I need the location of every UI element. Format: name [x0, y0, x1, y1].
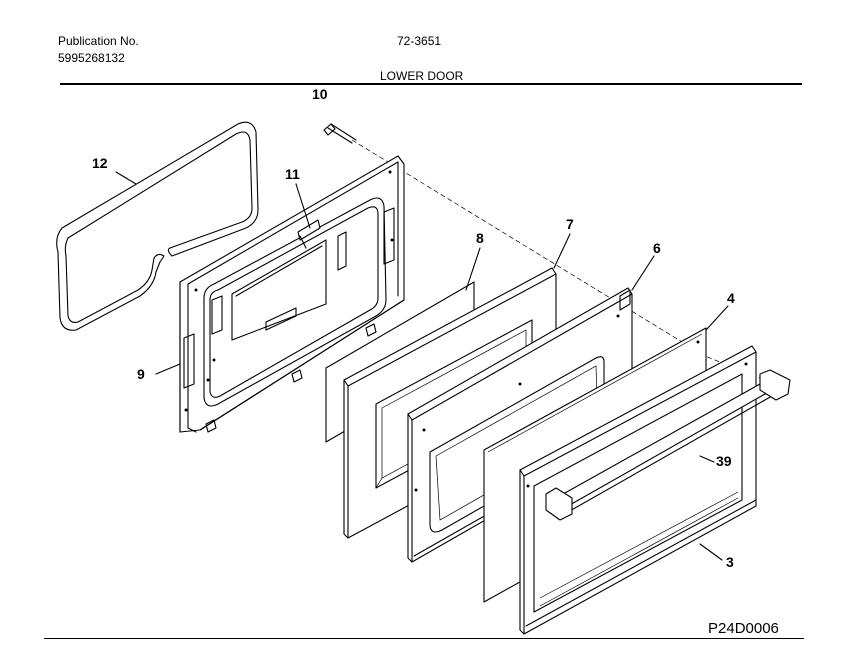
- leader-6: [631, 255, 655, 291]
- section-title: LOWER DOOR: [380, 69, 464, 83]
- callout-8: 8: [476, 230, 484, 246]
- assembly-alignment-line: [351, 139, 761, 379]
- leader-7: [553, 233, 571, 269]
- callout-7: 7: [566, 216, 574, 232]
- callout-12: 12: [92, 155, 108, 171]
- callout-4: 4: [727, 290, 735, 306]
- part-12-gasket: [56, 121, 259, 331]
- part-39-door-handle: [545, 369, 791, 521]
- leader-11: [295, 183, 311, 229]
- callout-9: 9: [137, 366, 145, 382]
- part-10-screw: [323, 123, 357, 144]
- part-11-bracket: [297, 219, 321, 249]
- leader-39: [699, 455, 715, 463]
- publication-label: Publication No.: [58, 34, 139, 48]
- leader-12: [115, 171, 137, 185]
- callout-10: 10: [312, 86, 328, 102]
- callout-11: 11: [285, 166, 300, 182]
- model-number: 72-3651: [397, 34, 442, 48]
- part-9-inner-door-panel: [179, 155, 405, 433]
- leader-4: [705, 305, 729, 331]
- diagram-code: P24D0006: [708, 620, 779, 637]
- callout-3: 3: [726, 554, 734, 570]
- callout-39: 39: [716, 453, 732, 469]
- publication-number: 5995268132: [58, 51, 125, 65]
- leader-3: [699, 543, 723, 561]
- leader-9: [155, 363, 181, 375]
- leader-8: [465, 247, 481, 291]
- header-rule: [60, 83, 802, 85]
- callout-6: 6: [653, 240, 661, 256]
- part-3-outer-door-frame: [519, 345, 757, 635]
- footer-rule: [44, 638, 804, 639]
